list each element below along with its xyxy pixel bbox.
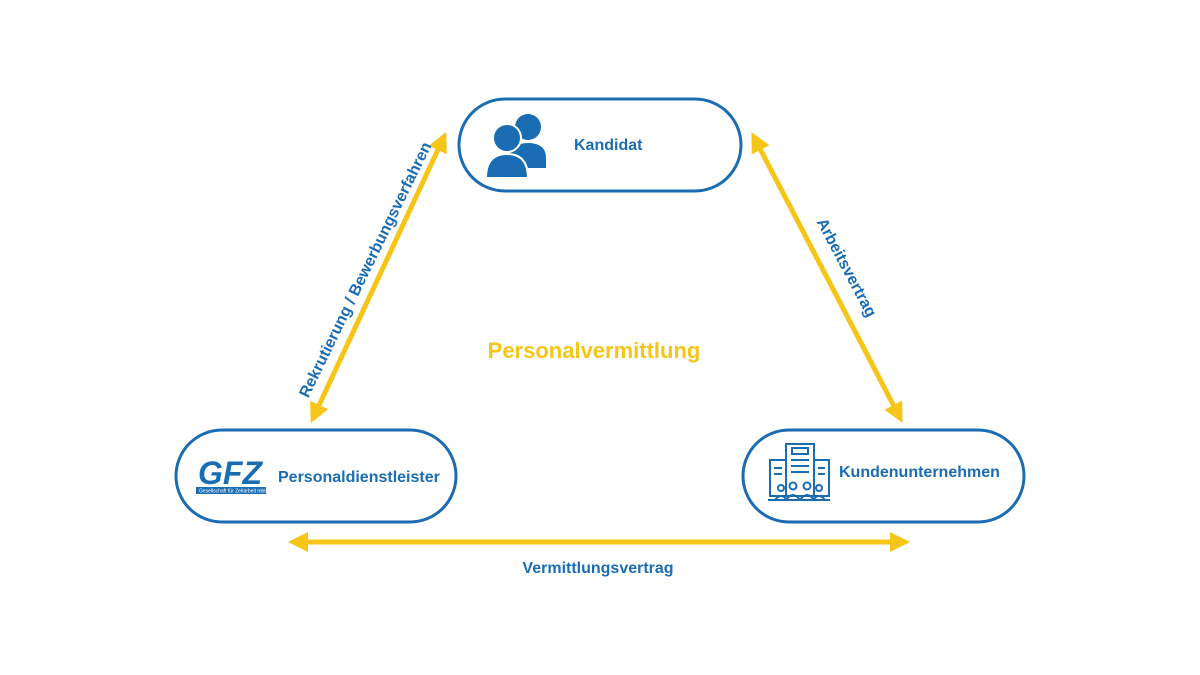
node-provider-frame <box>174 428 458 524</box>
center-title: Personalvermittlung <box>488 338 701 363</box>
arrow-left <box>310 131 447 424</box>
node-provider: GFZ Gesellschaft für Zeitarbeit mbH Pers… <box>174 428 458 524</box>
office-building-icon <box>768 443 830 501</box>
node-client-label: Kundenunternehmen <box>839 464 1000 481</box>
gfz-logo-text: GFZ <box>198 455 263 491</box>
people-icon <box>484 114 546 179</box>
gfz-logo-subtext: Gesellschaft für Zeitarbeit mbH <box>199 489 268 495</box>
node-candidate-label: Kandidat <box>574 137 643 154</box>
node-provider-label: Personaldienstleister <box>278 469 440 486</box>
gfz-logo: GFZ Gesellschaft für Zeitarbeit mbH <box>196 455 268 495</box>
edge-label-left: Rekrutierung / Bewerbungsverfahren <box>297 140 436 401</box>
node-candidate: Kandidat <box>457 97 743 193</box>
edge-label-bottom: Vermittlungsvertrag <box>522 560 673 577</box>
node-client: Kundenunternehmen <box>741 428 1026 524</box>
arrow-right <box>751 132 903 423</box>
